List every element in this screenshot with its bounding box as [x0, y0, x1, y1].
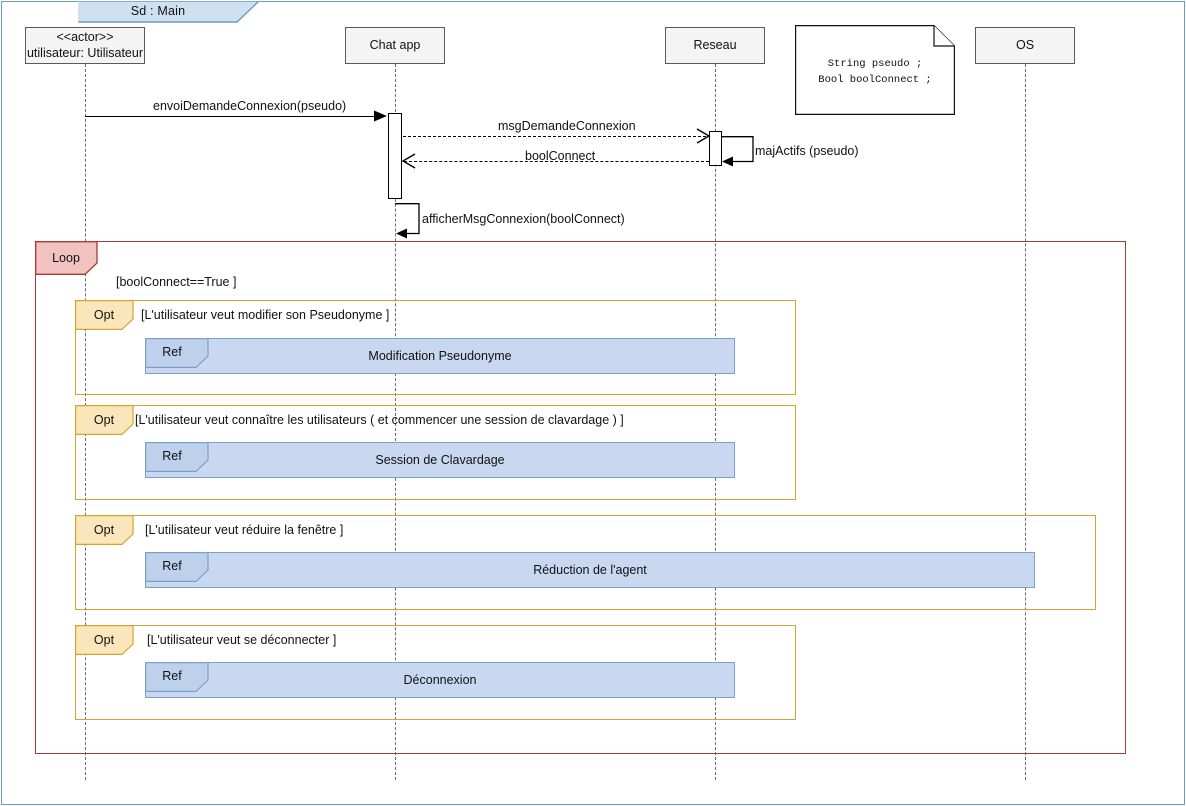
- fragment-loop-operator-tab: Loop: [35, 241, 98, 275]
- fragment-loop-operator-label: Loop: [52, 250, 80, 265]
- fragment-opt-1-operator-tab: Opt: [75, 300, 134, 330]
- ref-block-4-operator-label: Ref: [162, 669, 182, 683]
- lifeline-stereotype-utilisateur: <<actor>>: [56, 29, 114, 44]
- fragment-opt-3-operator-label: Opt: [93, 522, 115, 537]
- fragment-opt-4-operator-tab: Opt: [75, 625, 134, 655]
- message-line-boolconnect[interactable]: [404, 161, 709, 162]
- activation-bar-reseau: [709, 131, 722, 166]
- fragment-opt-1[interactable]: Opt [L'utilisateur veut modifier son Pse…: [75, 300, 796, 395]
- fragment-loop[interactable]: Loop [boolConnect==True ]: [35, 241, 1126, 754]
- ref-block-1-title: Modification Pseudonyme: [368, 349, 512, 363]
- note-line-2: Bool boolConnect ;: [818, 74, 932, 86]
- note-text: String pseudo ; Bool boolConnect ;: [795, 56, 955, 88]
- lifeline-label-utilisateur: utilisateur: Utilisateur: [26, 45, 143, 60]
- lifeline-head-chatapp[interactable]: Chat app: [345, 27, 445, 64]
- ref-block-reduction-de-lagent[interactable]: Ref Réduction de l'agent: [145, 552, 1035, 588]
- ref-block-1-operator-label: Ref: [162, 345, 182, 359]
- message-label-msgdemandeconnexion: msgDemandeConnexion: [498, 119, 636, 133]
- lifeline-label-chatapp: Chat app: [369, 37, 421, 52]
- arrowhead-open-msgdemandeconnexion: [696, 128, 711, 144]
- ref-block-4-title: Déconnexion: [403, 673, 477, 687]
- lifeline-line-reseau: [715, 64, 716, 780]
- activation-bar-chatapp: [388, 113, 402, 199]
- lifeline-label-reseau: Reseau: [693, 37, 737, 52]
- note-line-1: String pseudo ;: [827, 58, 923, 70]
- lifeline-label-os: OS: [1015, 37, 1035, 52]
- fragment-opt-4-guard: [L'utilisateur veut se déconnecter ]: [147, 633, 337, 647]
- fragment-opt-3[interactable]: Opt [L'utilisateur veut réduire la fenêt…: [75, 515, 1096, 610]
- ref-block-deconnexion[interactable]: Ref Déconnexion: [145, 662, 735, 698]
- lifeline-head-reseau[interactable]: Reseau: [665, 27, 765, 64]
- message-line-msgdemandeconnexion[interactable]: [403, 136, 706, 137]
- self-message-majactifs[interactable]: [721, 136, 761, 167]
- lifeline-head-os[interactable]: OS: [975, 27, 1075, 64]
- lifeline-line-os: [1025, 64, 1026, 780]
- ref-block-2-operator-label: Ref: [162, 449, 182, 463]
- ref-block-3-operator-label: Ref: [162, 559, 182, 573]
- diagram-title-tab: [78, 1, 260, 22]
- fragment-opt-4-operator-label: Opt: [93, 632, 115, 647]
- ref-block-3-title: Réduction de l'agent: [533, 563, 647, 577]
- message-label-majactifs: majActifs (pseudo): [755, 144, 859, 158]
- ref-block-modification-pseudonyme[interactable]: Ref Modification Pseudonyme: [145, 338, 735, 374]
- fragment-opt-2[interactable]: Opt [L'utilisateur veut connaître les ut…: [75, 405, 796, 500]
- lifeline-line-chatapp: [395, 64, 396, 780]
- note-shape: [795, 25, 955, 115]
- arrowhead-filled-envoidemandeconnexion: [374, 110, 388, 123]
- ref-block-1-operator-tab: Ref: [145, 338, 209, 368]
- ref-block-4-operator-tab: Ref: [145, 662, 209, 692]
- fragment-opt-2-guard: [L'utilisateur veut connaître les utilis…: [135, 413, 624, 427]
- fragment-opt-1-guard: [L'utilisateur veut modifier son Pseudon…: [141, 308, 390, 322]
- message-label-envoidemandeconnexion: envoiDemandeConnexion(pseudo): [153, 99, 347, 113]
- message-label-affichermsgconnexion: afficherMsgConnexion(boolConnect): [422, 212, 625, 226]
- fragment-opt-2-operator-label: Opt: [93, 412, 115, 427]
- ref-block-session-de-clavardage[interactable]: Ref Session de Clavardage: [145, 442, 735, 478]
- fragment-opt-3-guard: [L'utilisateur veut réduire la fenêtre ]: [145, 523, 344, 537]
- ref-block-3-operator-tab: Ref: [145, 552, 209, 582]
- fragment-opt-4[interactable]: Opt [L'utilisateur veut se déconnecter ]: [75, 625, 796, 720]
- message-line-envoidemandeconnexion[interactable]: [85, 116, 383, 117]
- ref-block-2-title: Session de Clavardage: [375, 453, 505, 467]
- fragment-loop-guard: [boolConnect==True ]: [116, 275, 237, 289]
- self-message-affichermsgconnexion[interactable]: [395, 203, 431, 239]
- fragment-opt-1-operator-label: Opt: [93, 307, 115, 322]
- fragment-opt-3-operator-tab: Opt: [75, 515, 134, 545]
- lifeline-head-utilisateur[interactable]: <<actor>> utilisateur: Utilisateur: [25, 27, 145, 64]
- message-label-boolconnect: boolConnect: [525, 149, 596, 163]
- fragment-opt-2-operator-tab: Opt: [75, 405, 134, 435]
- ref-block-2-operator-tab: Ref: [145, 442, 209, 472]
- arrowhead-open-boolconnect: [401, 153, 416, 169]
